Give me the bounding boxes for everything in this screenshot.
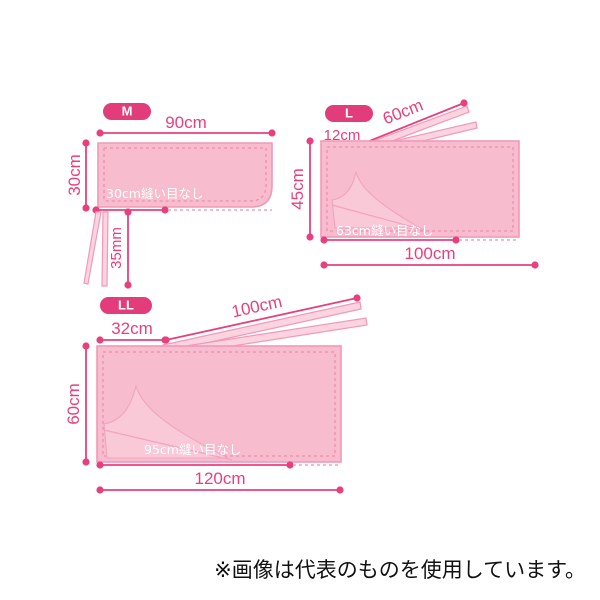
disclaimer-caption: ※画像は代表のものを使用しています。 xyxy=(214,558,586,582)
diagram-size-m: M 90cm 30cm 30cm縫い目なし xyxy=(65,103,276,289)
dim-ll-left-label: 60cm xyxy=(64,383,83,425)
stitch-l xyxy=(326,146,514,232)
dim-l-bottom-label: 100cm xyxy=(404,244,455,263)
dim-ll-bottom-label: 120cm xyxy=(194,469,245,488)
dim-l-band xyxy=(320,236,460,244)
dim-ll-bottom: 120cm xyxy=(96,469,344,494)
diagram-size-ll: LL 32cm 100cm 60cm xyxy=(64,292,368,494)
label-m-seam: 30cm縫い目なし xyxy=(106,186,203,201)
badge-m-label: M xyxy=(122,104,133,119)
dim-ll-strap-label: 100cm xyxy=(230,292,284,322)
dim-m-strap: 35mm xyxy=(108,208,132,289)
badge-ll: LL xyxy=(100,297,152,314)
badge-m: M xyxy=(103,103,151,120)
dim-ll-lefttop-label: 32cm xyxy=(111,319,153,338)
fabric-m xyxy=(97,142,273,208)
strap-m-2 xyxy=(101,211,109,287)
stitch-m xyxy=(104,147,267,202)
dim-m-top-label: 90cm xyxy=(165,113,207,132)
dim-l-left-label: 45cm xyxy=(288,168,307,210)
drape-l xyxy=(331,171,423,229)
dim-l-lefttop-label: 12cm xyxy=(324,127,361,144)
badge-l-label: L xyxy=(345,106,353,121)
dim-ll-left: 60cm xyxy=(64,342,90,466)
dim-ll-band xyxy=(96,461,294,469)
badge-ll-label: LL xyxy=(118,298,134,313)
dim-m-left-label: 30cm xyxy=(65,154,84,196)
dim-ll-lefttop: 32cm xyxy=(96,319,169,344)
label-ll-seam: 95cm縫い目なし xyxy=(144,442,241,457)
dim-l-left: 45cm xyxy=(288,137,314,241)
dim-m-left: 30cm xyxy=(65,139,90,212)
drape-ll xyxy=(103,384,229,459)
diagram-size-l: L 12cm 60cm 45cm xyxy=(288,95,539,269)
label-l-seam: 63cm縫い目なし xyxy=(336,223,433,238)
badge-l: L xyxy=(325,105,373,122)
dim-l-bottom: 100cm xyxy=(320,244,539,269)
dim-m-strap-label: 35mm xyxy=(108,227,125,269)
dim-m-top: 90cm xyxy=(96,113,276,137)
strap-m-1 xyxy=(83,211,102,285)
